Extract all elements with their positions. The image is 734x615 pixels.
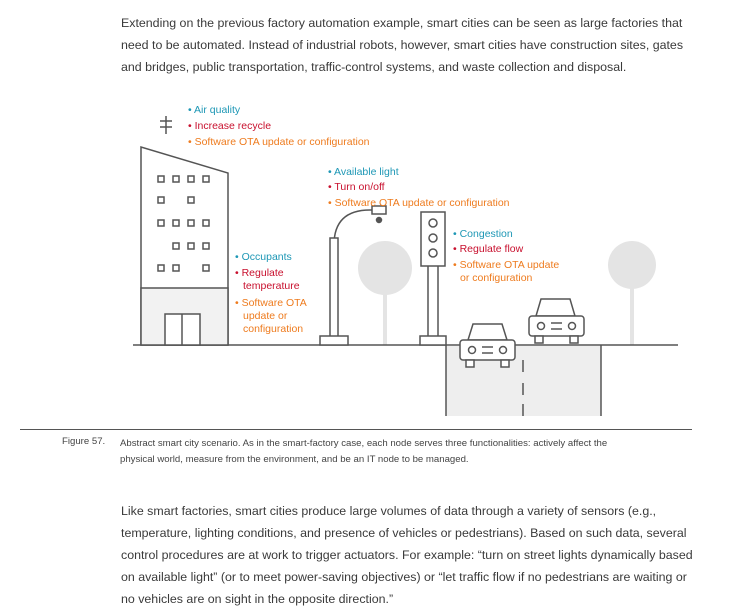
traffic-light [419,211,447,346]
trafficlight-labels: • Congestion • Regulate flow • Software … [453,228,559,284]
tree-right [608,241,656,345]
trafficlight-measure-label: • Congestion [453,228,513,240]
streetlight-actuate-label: • Turn on/off [328,181,385,193]
figure-caption-text: Abstract smart city scenario. As in the … [120,438,608,465]
intro-paragraph: Extending on the previous factory automa… [121,16,684,74]
office-building [140,116,229,346]
car-back [528,298,585,344]
occupancy-labels: • Occupants • Regulate temperature • Sof… [235,251,307,335]
building-labels: • Air quality • Increase recycle • Softw… [188,104,370,148]
smart-city-illustration: • Air quality • Increase recycle • Softw… [133,104,678,416]
building-measure-label: • Air quality [188,104,241,116]
caption-divider [20,429,692,430]
occupancy-actuate-label: • Regulate [235,267,284,279]
occupancy-it-label-cont1: update or [243,310,288,322]
trafficlight-it-label: • Software OTA update [453,259,559,271]
building-actuate-label: • Increase recycle [188,120,271,132]
figure-caption-label: Figure 57. [62,436,106,447]
body-paragraph: Like smart factories, smart cities produ… [121,504,693,606]
trafficlight-it-label-cont: or configuration [460,272,533,284]
streetlight-labels: • Available light • Turn on/off • Softwa… [328,166,510,209]
occupancy-actuate-label-cont: temperature [243,280,300,292]
street-light [319,205,387,346]
occupancy-it-label: • Software OTA [235,297,307,309]
streetlight-measure-label: • Available light [328,166,399,178]
occupancy-it-label-cont2: configuration [243,323,303,335]
tree-left [358,241,412,345]
trafficlight-actuate-label: • Regulate flow [453,243,524,255]
occupancy-measure-label: • Occupants [235,251,292,263]
building-it-label: • Software OTA update or configuration [188,136,370,148]
streetlight-it-label: • Software OTA update or configuration [328,197,510,209]
car-front [459,323,516,368]
